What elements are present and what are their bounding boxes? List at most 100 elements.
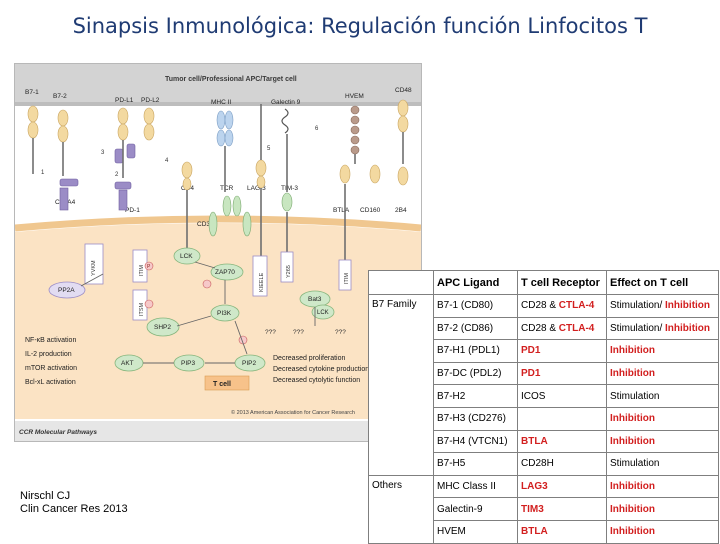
- table-cell-receptor: [518, 407, 607, 430]
- pathway-figure: Tumor cell/Professional APC/Target cell …: [14, 63, 422, 442]
- table-cell-receptor-text: CD28 &: [521, 323, 559, 334]
- table-cell-effect-highlight: Inhibition: [610, 481, 655, 492]
- node-akt: AKT: [121, 360, 134, 367]
- ligand-galectin-label: Galectin 9: [271, 99, 301, 106]
- table-cell-effect: Stimulation/ Inhibition: [607, 317, 719, 340]
- effect-bclxl: Bcl-xL activation: [25, 379, 76, 386]
- table-cell-effect: Inhibition: [607, 475, 719, 498]
- table-cell-receptor-text: CD28 &: [521, 300, 559, 311]
- receptor-cd160-label: CD160: [360, 207, 381, 214]
- ligand-cd48-label: CD48: [395, 87, 412, 94]
- table-cell-receptor-highlight: CTLA-4: [559, 300, 595, 311]
- table-header-row: APC Ligand T cell Receptor Effect on T c…: [369, 271, 719, 295]
- ligand-receptor-table: APC Ligand T cell Receptor Effect on T c…: [368, 270, 719, 544]
- table-cell-ligand: B7-H4 (VTCN1): [434, 430, 518, 453]
- figure-copyright: © 2013 American Association for Cancer R…: [231, 409, 355, 416]
- table-cell-receptor: CD28H: [518, 453, 607, 476]
- node-lck: LCK: [180, 253, 193, 260]
- ligand-hvem-label: HVEM: [345, 93, 364, 100]
- receptor-btla-label: BTLA: [333, 207, 350, 214]
- table-cell-receptor-highlight: TIM3: [521, 504, 544, 515]
- ligand-pdl2-label: PD-L2: [141, 97, 160, 104]
- unknown-3: ???: [335, 329, 346, 336]
- table-cell-effect-highlight: Inhibition: [610, 504, 655, 515]
- top-cell-label: Tumor cell/Professional APC/Target cell: [165, 76, 297, 83]
- hvem-ligand: [351, 106, 359, 154]
- table-cell-effect: Inhibition: [607, 362, 719, 385]
- table-cell-receptor-highlight: LAG3: [521, 481, 548, 492]
- node-shp2: SHP2: [154, 324, 171, 331]
- motif-itim: ITIM: [139, 265, 145, 276]
- table-cell-ligand: B7-DC (PDL2): [434, 362, 518, 385]
- table-cell-effect-highlight: Inhibition: [665, 300, 710, 311]
- table-header-ligand: APC Ligand: [434, 271, 518, 295]
- table-cell-ligand: B7-H5: [434, 453, 518, 476]
- motif-yvkm: YVKM: [91, 260, 97, 276]
- table-cell-effect-text: Stimulation: [610, 458, 659, 469]
- node-pi3k: PI3K: [217, 310, 232, 317]
- table-cell-effect-highlight: Inhibition: [610, 413, 655, 424]
- table-cell-receptor-highlight: PD1: [521, 368, 540, 379]
- effect-mtor: mTOR activation: [25, 365, 77, 372]
- ligand-b72-label: B7-2: [53, 93, 67, 100]
- table-cell-receptor: CD28 & CTLA-4: [518, 317, 607, 340]
- node-zap70: ZAP70: [215, 269, 235, 276]
- table-cell-ligand: Galectin-9: [434, 498, 518, 521]
- table-cell-receptor-text: ICOS: [521, 391, 545, 402]
- citation-journal: Clin Cancer Res 2013: [20, 503, 128, 516]
- table-cell-effect: Stimulation: [607, 385, 719, 408]
- citation: Nirschl CJ Clin Cancer Res 2013: [20, 490, 128, 516]
- table-cell-effect: Stimulation/ Inhibition: [607, 295, 719, 318]
- receptor-tcr-label: TCR: [220, 185, 234, 192]
- table-cell-receptor-text: CD28H: [521, 458, 554, 469]
- outcome-cytokine: Decreased cytokine production: [273, 366, 369, 373]
- motif-itsm: ITSM: [139, 302, 145, 316]
- table-cell-ligand: B7-2 (CD86): [434, 317, 518, 340]
- table-header-receptor: T cell Receptor: [518, 271, 607, 295]
- figure-footer-label: CCR Molecular Pathways: [19, 429, 97, 436]
- motif-kieele: KIEELE: [259, 272, 265, 292]
- outcome-cytolytic: Decreased cytolytic function: [273, 377, 360, 384]
- table-cell-receptor: BTLA: [518, 430, 607, 453]
- slide-title: Sinapsis Inmunológica: Regulación funció…: [0, 14, 720, 38]
- ligand-pdl1-label: PD-L1: [115, 97, 134, 104]
- table-cell-ligand: B7-H2: [434, 385, 518, 408]
- outcome-proliferation: Decreased proliferation: [273, 355, 345, 362]
- table-cell-receptor-highlight: CTLA-4: [559, 323, 595, 334]
- table-cell-effect-highlight: Inhibition: [610, 368, 655, 379]
- table-cell-effect-highlight: Inhibition: [665, 323, 710, 334]
- table-group-cell: B7 Family: [369, 295, 434, 476]
- table-cell-effect-text: Stimulation: [610, 391, 659, 402]
- receptor-cd3-label: CD3: [197, 221, 210, 228]
- receptor-tim3-label: TIM-3: [281, 185, 298, 192]
- table-cell-receptor: PD1: [518, 340, 607, 363]
- table-row: OthersMHC Class IILAG3Inhibition: [369, 475, 719, 498]
- pathway-diagram: Tumor cell/Professional APC/Target cell …: [15, 64, 421, 441]
- table-cell-effect-highlight: Inhibition: [610, 345, 655, 356]
- bottom-cell-label: T cell: [213, 381, 231, 388]
- receptor-2b4-label: 2B4: [395, 207, 407, 214]
- table-header-group: [369, 271, 434, 295]
- node-pip2: PIP2: [242, 360, 256, 367]
- node-pip3: PIP3: [181, 360, 195, 367]
- table-cell-receptor: ICOS: [518, 385, 607, 408]
- citation-author: Nirschl CJ: [20, 490, 128, 503]
- table-cell-effect: Inhibition: [607, 498, 719, 521]
- table-cell-receptor: LAG3: [518, 475, 607, 498]
- table-cell-effect-highlight: Inhibition: [610, 436, 655, 447]
- table-group-cell: Others: [369, 475, 434, 543]
- table-cell-receptor: TIM3: [518, 498, 607, 521]
- table-cell-effect: Inhibition: [607, 340, 719, 363]
- motif-y265: Y265: [286, 265, 292, 278]
- table-cell-effect: Inhibition: [607, 430, 719, 453]
- table-cell-effect: Inhibition: [607, 407, 719, 430]
- table-cell-receptor: CD28 & CTLA-4: [518, 295, 607, 318]
- table-cell-receptor-highlight: PD1: [521, 345, 540, 356]
- ligand-b71-label: B7-1: [25, 89, 39, 96]
- unknown-1: ???: [265, 329, 276, 336]
- table-cell-ligand: B7-H3 (CD276): [434, 407, 518, 430]
- node-lck-2: LCK: [317, 310, 329, 316]
- table-cell-effect-highlight: Inhibition: [610, 526, 655, 537]
